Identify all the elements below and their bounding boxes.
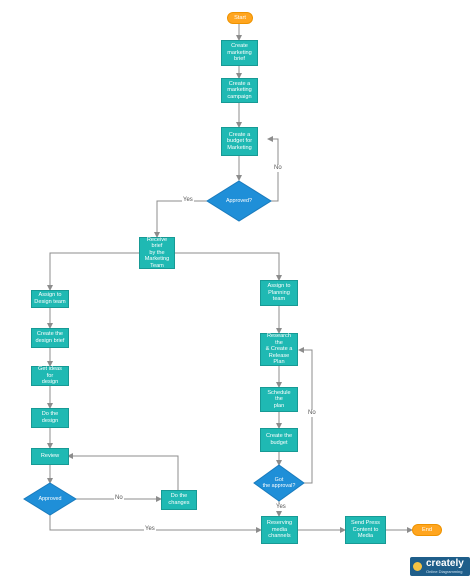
edge-label-approved1-yes: Yes xyxy=(182,197,194,204)
edge-label-approved2-no: No xyxy=(114,495,124,502)
create-budget-2-node: Create the budget xyxy=(260,428,298,452)
research-release-plan-node: Research the & Create a Release Plan xyxy=(260,333,298,366)
do-design-node: Do the design xyxy=(31,408,69,428)
reserving-media-channels-node: Reserving media channels xyxy=(261,516,298,544)
decision-approved-2-label: Approved xyxy=(38,495,62,502)
creately-logo: creately Online Diagramming xyxy=(410,557,470,576)
create-budget-node: Create a budget for Marketing xyxy=(221,127,258,156)
send-press-content-node: Send Press Content to Media xyxy=(345,516,386,544)
edge-label-budget-no: No xyxy=(273,165,283,172)
logo-brand: creately xyxy=(426,558,464,569)
assign-design-team-node: Assign to Design team xyxy=(31,290,69,308)
decision-got-approval-label: Got the approval? xyxy=(262,476,296,489)
edge-receive-to-design xyxy=(47,252,139,291)
edge-approved2-yes xyxy=(49,515,262,533)
assign-planning-team-node: Assign to Planning team xyxy=(260,280,298,306)
edge-label-gotapproval-yes: Yes xyxy=(275,504,287,511)
edge-label-approved2-yes: Yes xyxy=(144,526,156,533)
do-changes-node: Do the changes xyxy=(161,490,197,510)
lightbulb-icon xyxy=(413,562,422,571)
review-node: Review xyxy=(31,448,69,465)
create-marketing-brief-node: Create marketing brief xyxy=(221,40,258,66)
start-node: Start xyxy=(227,12,253,24)
edge-changes-loop-back xyxy=(67,453,179,490)
edge-approved1-yes xyxy=(154,200,208,238)
decision-got-approval-shape xyxy=(253,464,305,502)
schedule-plan-node: Schedule the plan xyxy=(260,387,298,412)
decision-approved-1-label: Approved? xyxy=(225,197,253,204)
decision-approved-1-shape xyxy=(206,180,272,222)
decision-approved-2-shape xyxy=(23,482,77,516)
edge-receive-to-planning xyxy=(175,252,282,281)
logo-tagline: Online Diagramming xyxy=(426,569,463,574)
receive-brief-node: Receive brief by the Marketing Team xyxy=(139,237,175,269)
edge-label-gotapproval-no: No xyxy=(307,410,317,417)
end-node: End xyxy=(412,524,442,536)
create-design-brief-node: Create the design brief xyxy=(31,328,69,348)
create-marketing-campaign-node: Create a marketing campaign xyxy=(221,78,258,103)
get-ideas-node: Get ideas for design xyxy=(31,366,69,386)
